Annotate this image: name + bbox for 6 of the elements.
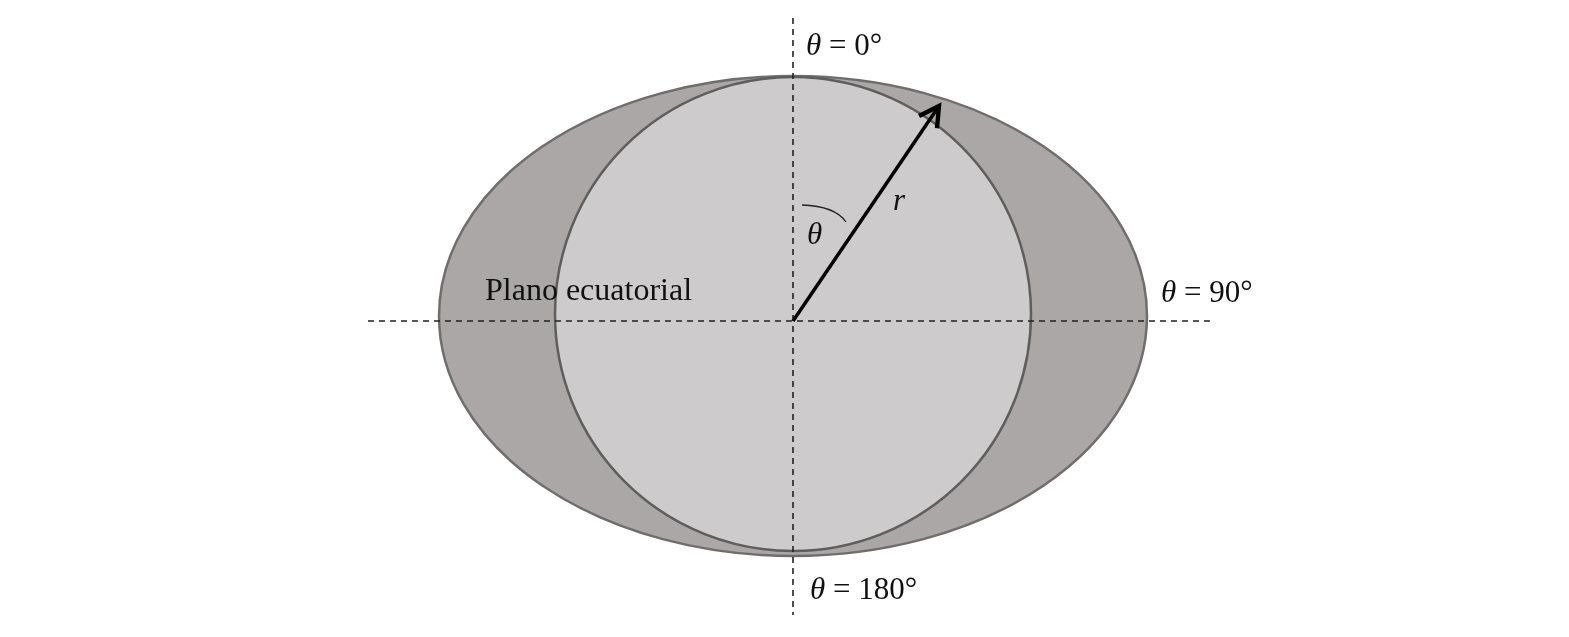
radius-label: r [893,181,906,219]
angle-label: θ = 0° [806,26,883,64]
plane-label: Plano ecuatorial [485,270,693,309]
angle-label: θ = 90° [1161,273,1253,311]
angle-label: θ = 180° [810,570,918,608]
angle-symbol: θ [807,215,823,253]
